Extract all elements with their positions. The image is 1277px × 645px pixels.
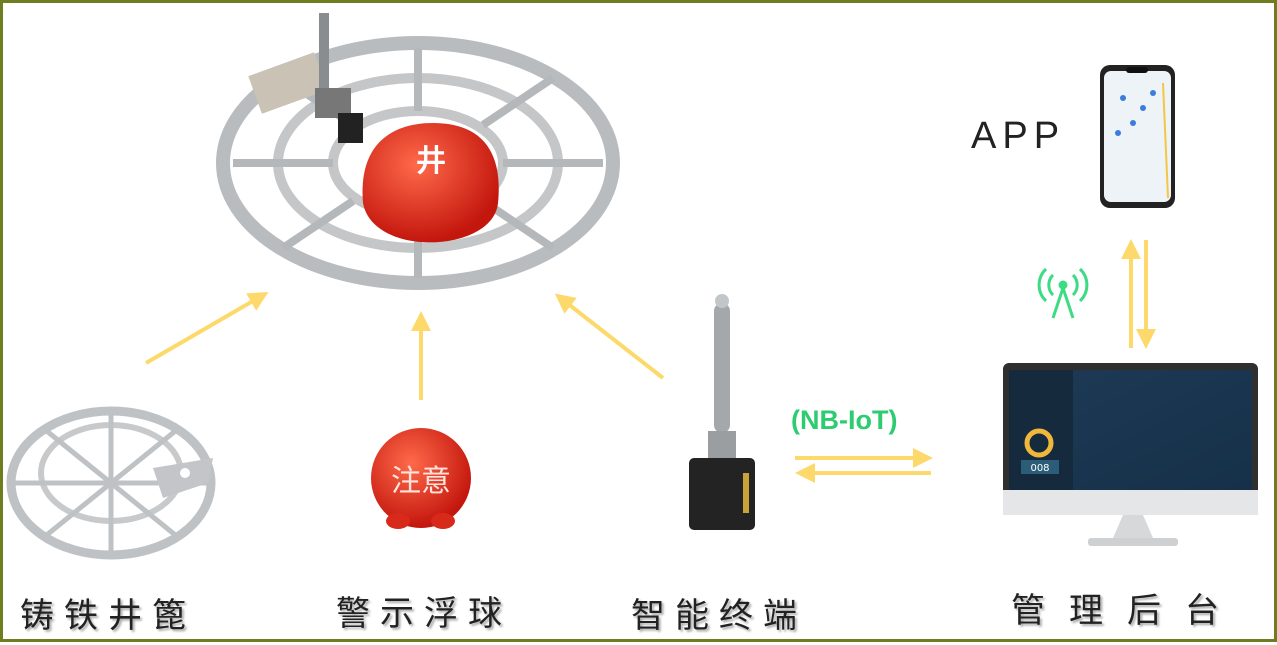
protocol-label: (NB-IoT): [791, 405, 898, 435]
ball-text: 注意: [391, 464, 451, 499]
app-label: APP: [971, 115, 1066, 157]
backend-label: 管理后台: [1011, 591, 1243, 631]
monitor-counter: 008: [1030, 463, 1049, 474]
ball-character: 井: [416, 144, 446, 179]
flow-arrows: [144, 239, 1156, 483]
cast-iron-grate-illustration: [6, 406, 216, 560]
float-ball-label: 警示浮球: [336, 594, 512, 634]
diagram-graphics: 井 注意: [6, 13, 1258, 560]
smart-terminal-illustration: [689, 294, 755, 530]
terminal-label: 智能终端: [631, 596, 807, 636]
warning-float-ball-illustration: 注意: [371, 428, 471, 529]
assembled-grate-illustration: 井: [216, 13, 620, 290]
signal-tower-icon: [1037, 267, 1089, 319]
arrow-terminal-to-assembly: [554, 293, 665, 380]
arrow-grate-to-assembly: [144, 291, 269, 365]
float-ball-red: [362, 123, 499, 243]
phone-illustration: [1100, 65, 1175, 208]
monitor-illustration: 008: [1003, 363, 1258, 546]
grate-label: 铸铁井篦: [20, 596, 196, 636]
